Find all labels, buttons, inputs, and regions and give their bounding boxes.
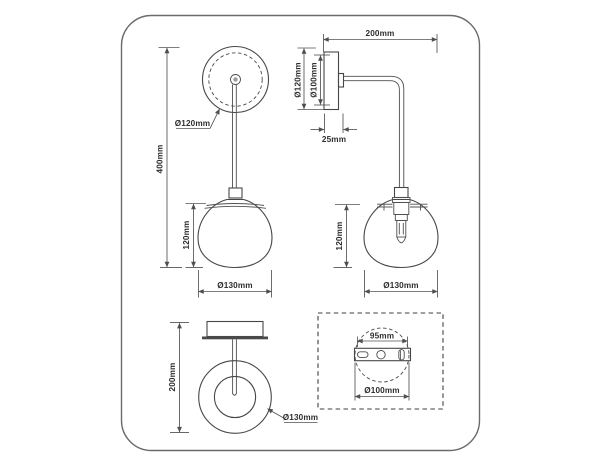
- side-wall-plate: [323, 51, 340, 111]
- side-view: 200mm Ø120mm Ø100mm 25mm 120mm Ø130mm: [293, 29, 439, 298]
- side-socket-ring: [394, 214, 408, 221]
- top-shade-outer: [198, 360, 272, 434]
- side-plate-outer-dim-label: Ø120mm: [293, 62, 302, 98]
- front-wall-plate-inner: [208, 52, 263, 107]
- drawing-border: [120, 14, 481, 452]
- side-plate-inner-dim-label: Ø100mm: [310, 62, 319, 98]
- side-socket-cap: [393, 186, 409, 199]
- front-socket-cap: [228, 187, 243, 199]
- front-shade: [197, 198, 273, 269]
- front-shade-width-dim-label: Ø130mm: [217, 281, 253, 290]
- mounting-detail: 95mm Ø100mm: [317, 312, 444, 410]
- top-shade-width-dim-label: Ø130mm: [283, 413, 319, 422]
- detail-plate-dia-dim-label: Ø100mm: [364, 386, 400, 395]
- detail-slot-left: [357, 351, 369, 358]
- side-bulb: [396, 220, 407, 238]
- front-plate-dia-label: Ø120mm: [175, 119, 211, 128]
- side-arm-collar: [337, 72, 345, 88]
- detail-center-hole: [376, 350, 386, 360]
- detail-plate-circle: [354, 327, 410, 383]
- front-hub: [230, 74, 241, 85]
- side-socket-body: [393, 202, 410, 215]
- side-depth-dim-label: 200mm: [366, 29, 395, 38]
- front-view: 400mm Ø120mm 120mm Ø130mm: [156, 45, 273, 298]
- detail-slot-spacing-dim-label: 95mm: [370, 332, 394, 341]
- side-shade-height-dim-label: 120mm: [335, 222, 344, 251]
- side-shade: [363, 198, 439, 269]
- detail-slot-right: [398, 349, 405, 361]
- front-hub-center: [233, 77, 238, 82]
- front-height-dim-label: 400mm: [156, 145, 165, 174]
- front-wall-plate: [201, 45, 270, 114]
- top-wall-plate: [206, 320, 264, 338]
- top-plate-flange: [202, 336, 268, 340]
- detail-bracket-bar: [353, 347, 412, 362]
- front-shade-height-dim-label: 120mm: [182, 221, 191, 250]
- top-shade-inner: [213, 375, 257, 419]
- side-shade-width-dim-label: Ø130mm: [383, 281, 419, 290]
- top-view: 200mm Ø130mm: [168, 320, 319, 434]
- top-depth-dim-label: 200mm: [168, 363, 177, 392]
- side-plate-depth-dim-label: 25mm: [322, 135, 346, 144]
